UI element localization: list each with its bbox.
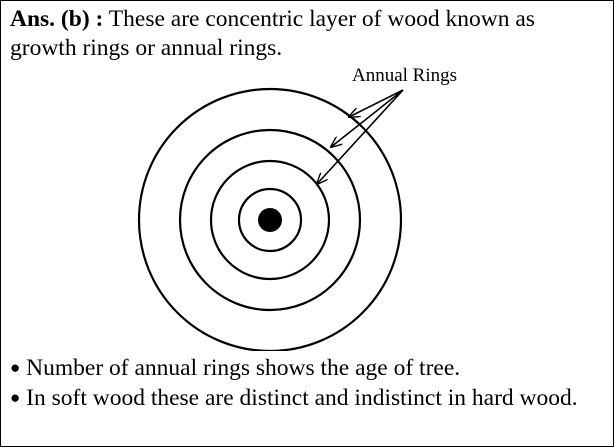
pith-dot: [258, 208, 282, 232]
label-arrows: [317, 89, 404, 184]
arrow-to-ring-2: [331, 89, 404, 147]
annual-ring-4: [137, 87, 403, 351]
annual-ring-2: [209, 159, 331, 281]
arrow-to-ring-1: [349, 89, 404, 117]
answer-label: Ans. (b) :: [10, 6, 104, 32]
answer-description: These are concentric layer of wood known…: [10, 6, 535, 61]
annual-rings-label: Annual Rings: [352, 65, 457, 86]
arrow-to-ring-3: [317, 89, 404, 184]
bullet-list: ● Number of annual rings shows the age o…: [10, 353, 603, 413]
bullet-text: In soft wood these are distinct and indi…: [26, 385, 578, 411]
bullet-item-wood: ● In soft wood these are distinct and in…: [10, 383, 603, 413]
annual-rings-diagram: Annual Rings: [137, 65, 457, 351]
rings-group: [137, 87, 403, 351]
bullet-item-age: ● Number of annual rings shows the age o…: [10, 353, 603, 383]
annual-ring-1: [237, 187, 303, 253]
bullet-dot: ●: [10, 388, 21, 407]
bullet-text: Number of annual rings shows the age of …: [26, 355, 461, 381]
annual-ring-3: [178, 128, 362, 312]
answer-text: Ans. (b) : These are concentric layer of…: [10, 5, 606, 63]
bullet-dot: ●: [10, 358, 21, 377]
